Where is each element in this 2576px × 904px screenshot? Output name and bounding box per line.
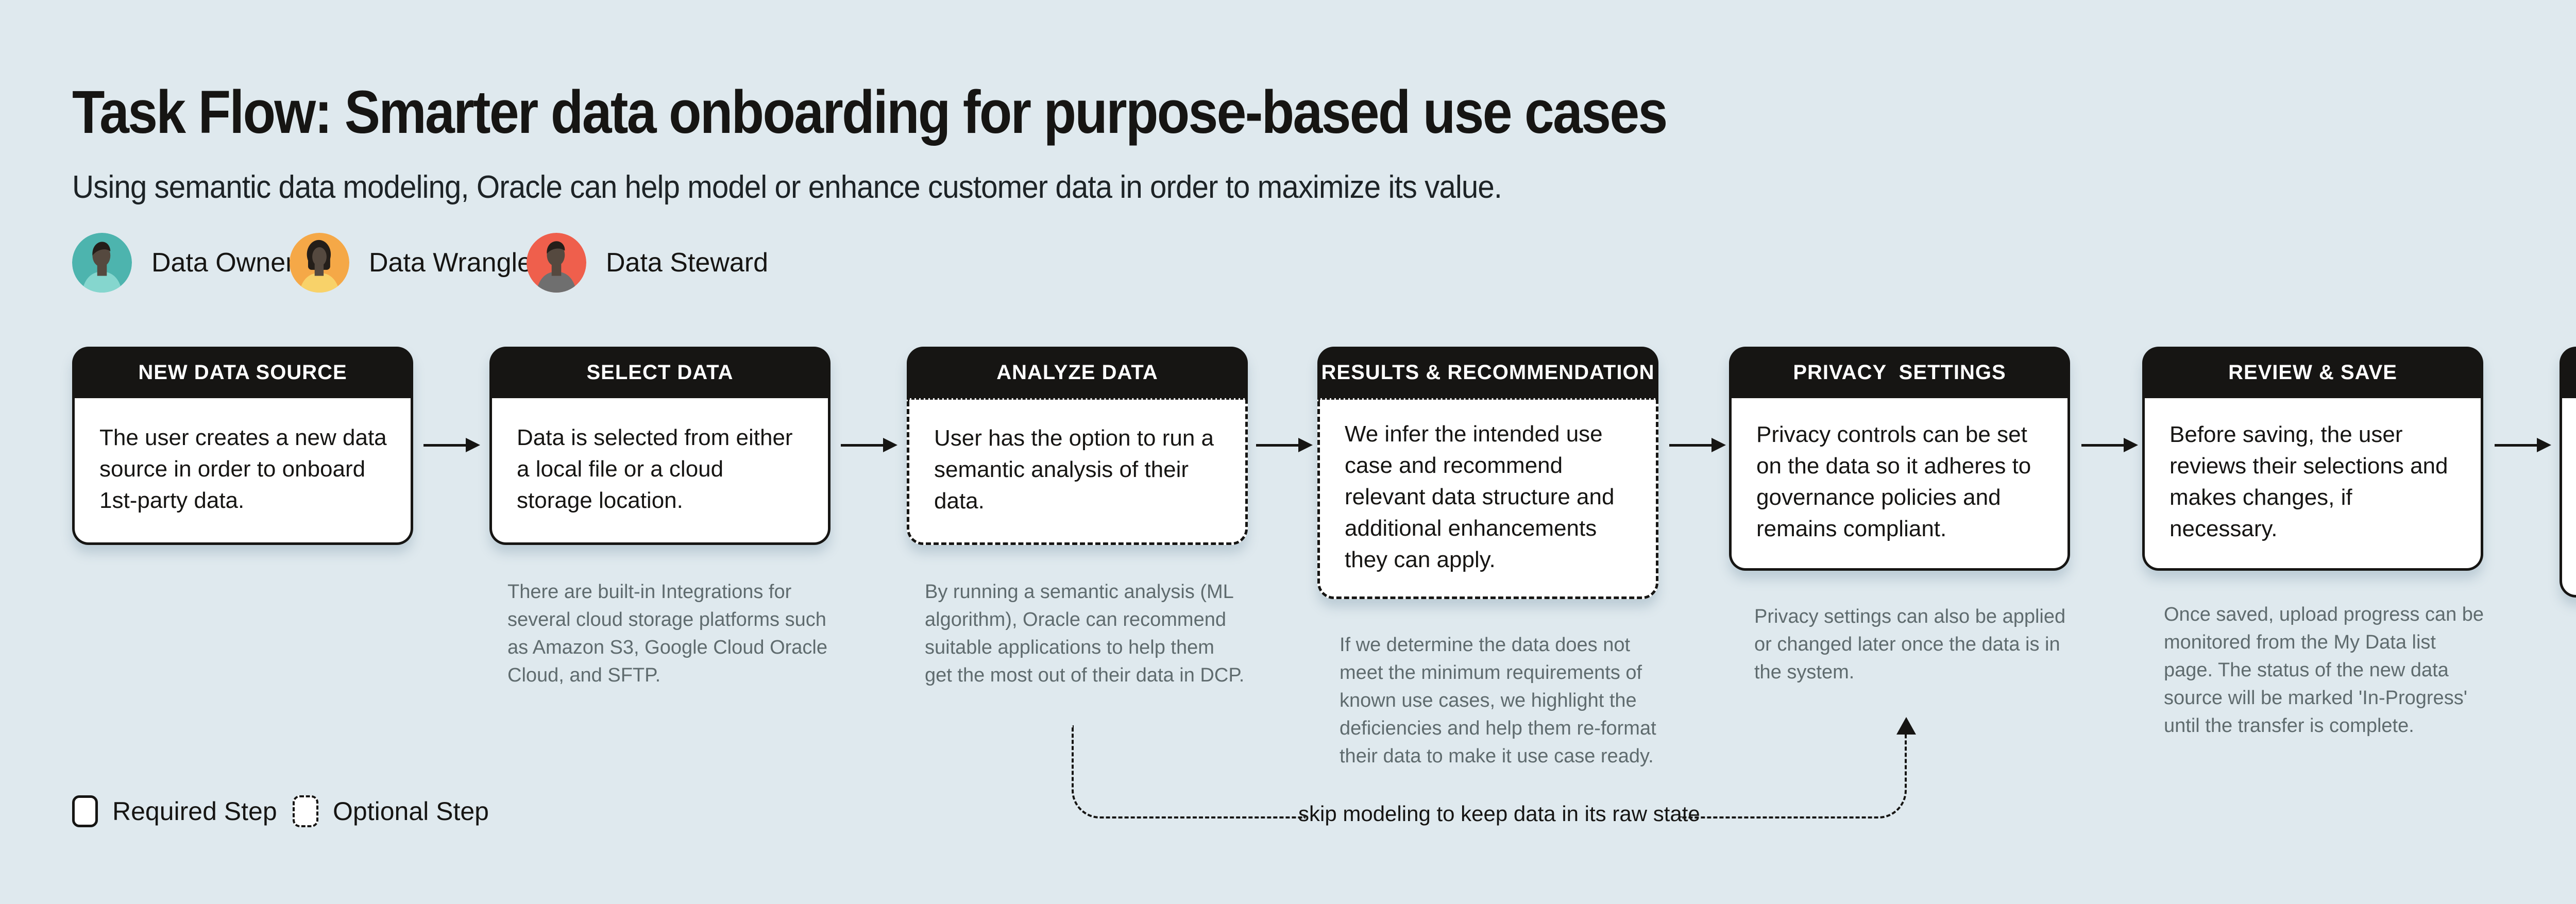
step-new-data-source: NEW DATA SOURCE The user creates a new d… <box>72 347 413 545</box>
data-wrangler-avatar-icon <box>290 233 349 293</box>
flow-arrow-icon <box>423 438 480 452</box>
step-body: Data is selected from either a local fil… <box>489 398 831 545</box>
flow-arrow-icon <box>841 438 897 452</box>
step-header: READY FOR USE <box>2560 347 2576 398</box>
legend-required-step: Required Step <box>72 795 277 827</box>
data-steward-avatar-icon <box>527 233 586 293</box>
step-analyze-data: ANALYZE DATA User has the option to run … <box>907 347 1248 545</box>
note-analyze-data: By running a semantic analysis (ML algor… <box>925 581 1245 686</box>
step-body: The data can now be applied to various D… <box>2560 398 2576 598</box>
step-header: RESULTS & RECOMMENDATION <box>1317 347 1658 398</box>
step-header: NEW DATA SOURCE <box>72 347 413 398</box>
flow-arrow-icon <box>1256 438 1313 452</box>
persona-data-steward: Data Steward <box>527 233 768 293</box>
note-privacy-settings: Privacy settings can also be applied or … <box>1754 606 2066 683</box>
persona-label: Data Steward <box>606 248 769 278</box>
step-header: REVIEW & SAVE <box>2142 347 2483 398</box>
step-body: Before saving, the user reviews their se… <box>2142 398 2483 571</box>
note-review-save: Once saved, upload progress can be monit… <box>2164 604 2484 737</box>
step-ready-for-use: READY FOR USE The data can now be applie… <box>2560 347 2576 598</box>
persona-label: Data Wrangler <box>369 248 541 278</box>
step-body: We infer the intended use case and recom… <box>1317 398 1658 599</box>
data-owner-avatar-icon <box>72 233 132 293</box>
page-title: Task Flow: Smarter data onboarding for p… <box>72 78 1668 146</box>
skip-path-label: skip modeling to keep data in its raw st… <box>1298 801 1700 826</box>
flow-arrow-icon <box>1669 438 1726 452</box>
flow-arrow-icon <box>2495 438 2551 452</box>
skip-path-arrowhead-icon <box>1896 717 1916 735</box>
persona-data-owner: Data Owner <box>72 233 294 293</box>
note-results-recommendation: If we determine the data does not meet t… <box>1340 634 1656 767</box>
step-privacy-settings: PRIVACY SETTINGS Privacy controls can be… <box>1729 347 2070 571</box>
flow-arrow-icon <box>2081 438 2138 452</box>
step-results-recommendation: RESULTS & RECOMMENDATION We infer the in… <box>1317 347 1658 599</box>
step-select-data: SELECT DATA Data is selected from either… <box>489 347 831 545</box>
required-step-swatch-icon <box>72 795 98 827</box>
step-body: User has the option to run a semantic an… <box>907 398 1248 545</box>
step-review-save: REVIEW & SAVE Before saving, the user re… <box>2142 347 2483 571</box>
step-body: The user creates a new data source in or… <box>72 398 413 545</box>
page-subtitle: Using semantic data modeling, Oracle can… <box>72 169 1502 205</box>
skip-path-left-segment <box>1072 725 1306 818</box>
persona-label: Data Owner <box>151 248 295 278</box>
step-body: Privacy controls can be set on the data … <box>1729 398 2070 571</box>
step-header: PRIVACY SETTINGS <box>1729 347 2070 398</box>
legend-optional-step: Optional Step <box>293 795 489 827</box>
persona-data-wrangler: Data Wrangler <box>290 233 541 293</box>
optional-step-swatch-icon <box>293 795 318 827</box>
step-header: SELECT DATA <box>489 347 831 398</box>
skip-path-right-segment <box>1680 731 1907 818</box>
note-select-data: There are built-in Integrations for seve… <box>507 581 828 686</box>
step-header: ANALYZE DATA <box>907 347 1248 398</box>
